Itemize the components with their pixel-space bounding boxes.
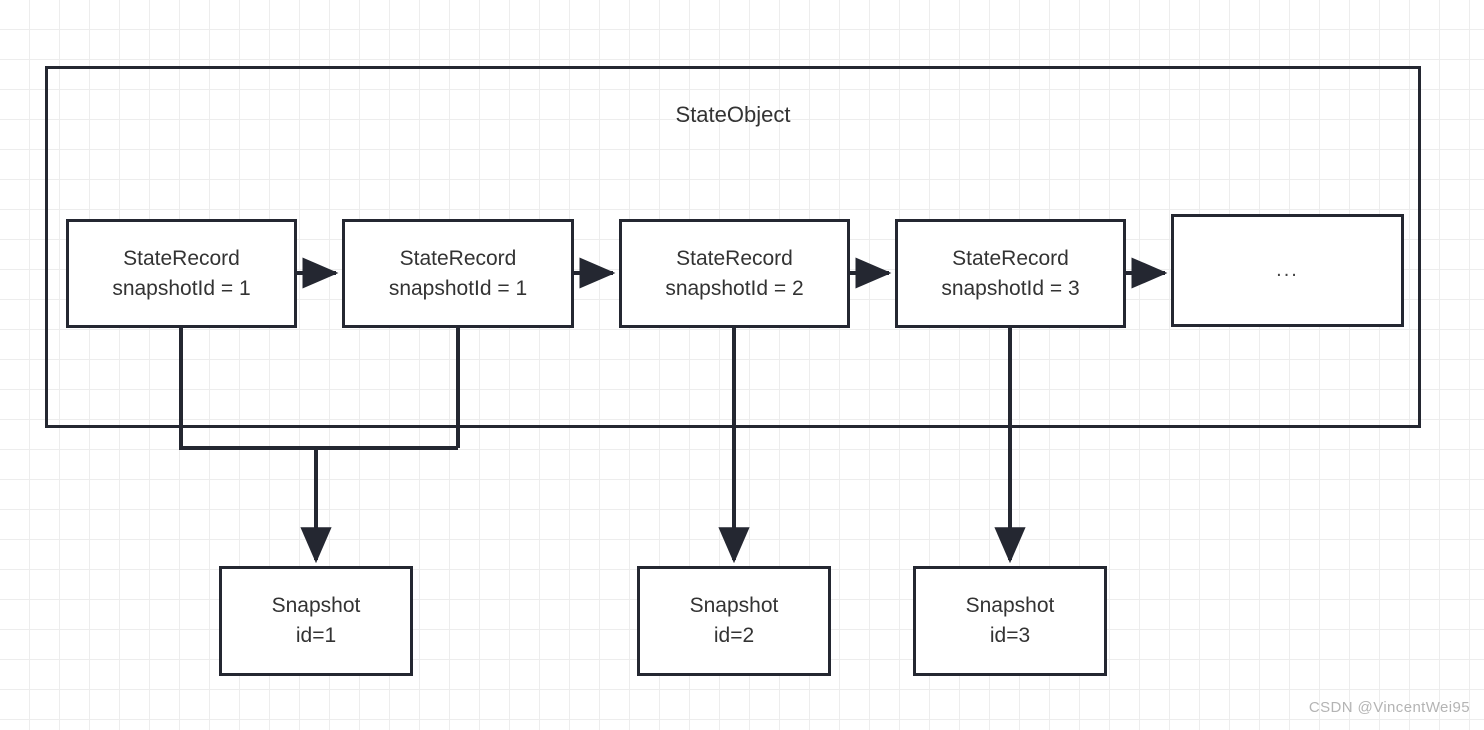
snapshot-2[interactable]: Snapshot id=2 (637, 566, 831, 676)
snapshot-3-title: Snapshot (965, 594, 1055, 618)
state-record-2-detail: snapshotId = 1 (388, 276, 528, 300)
snapshot-2-detail: id=2 (713, 624, 755, 647)
state-record-3-detail: snapshotId = 2 (665, 276, 804, 300)
state-record-1-detail: snapshotId = 1 (112, 276, 251, 300)
state-record-more-label: ... (1276, 259, 1299, 282)
state-record-4-title: StateRecord (952, 246, 1069, 270)
state-record-3[interactable]: StateRecord snapshotId = 2 (619, 219, 850, 328)
snapshot-2-title: Snapshot (689, 594, 779, 618)
state-object-container[interactable]: StateObject (45, 66, 1421, 428)
state-record-3-title: StateRecord (676, 246, 793, 270)
state-record-more[interactable]: ... (1171, 214, 1404, 327)
state-record-2-title: StateRecord (399, 246, 517, 270)
snapshot-1-detail: id=1 (295, 624, 337, 647)
state-record-4[interactable]: StateRecord snapshotId = 3 (895, 219, 1126, 328)
link-records12-to-snapshot1 (179, 328, 460, 450)
snapshot-1-title: Snapshot (271, 594, 361, 618)
snapshot-3[interactable]: Snapshot id=3 (913, 566, 1107, 676)
watermark-label: CSDN @VincentWei95 (1308, 699, 1470, 716)
snapshot-1[interactable]: Snapshot id=1 (219, 566, 413, 676)
snapshot-3-detail: id=3 (989, 624, 1031, 647)
state-record-1-title: StateRecord (123, 246, 240, 270)
state-record-1[interactable]: StateRecord snapshotId = 1 (66, 219, 297, 328)
state-object-title: StateObject (675, 102, 791, 127)
state-record-4-detail: snapshotId = 3 (941, 276, 1080, 300)
state-record-2[interactable]: StateRecord snapshotId = 1 (342, 219, 574, 328)
